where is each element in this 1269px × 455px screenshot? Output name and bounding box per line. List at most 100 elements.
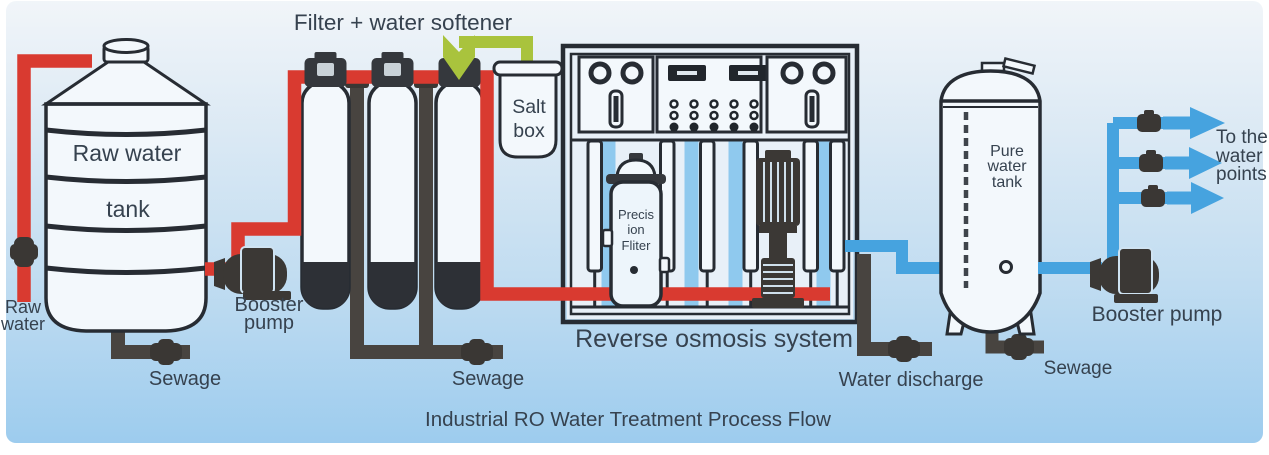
pump-nozzle	[1090, 258, 1101, 291]
raw-water-inlet-valve	[10, 237, 38, 267]
head-window	[317, 63, 334, 76]
display-readout-2	[738, 71, 758, 75]
level-slot-bar	[809, 96, 815, 122]
valve-body	[1139, 154, 1163, 172]
tank-cap-top	[102, 38, 150, 54]
membrane-tube-6	[829, 139, 846, 273]
filter-softener-label: Filter + water softener	[294, 10, 513, 35]
gauge-dial	[812, 61, 836, 85]
hp-pump-cap	[765, 150, 791, 160]
branch-valve-1	[1137, 110, 1161, 132]
water-point-arrow-2	[1165, 147, 1222, 179]
water-discharge-drain: Water discharge	[839, 254, 983, 391]
filter-tank-1	[300, 80, 351, 310]
permeate-pipe	[845, 240, 943, 274]
tank-shell	[939, 69, 1042, 334]
valve-body	[1141, 189, 1165, 207]
booster-left-label-line2: pump	[244, 312, 294, 334]
tank-rib-3	[45, 223, 207, 233]
raw-water-source-label-line2: water	[0, 314, 45, 334]
filter-tank-bottom	[369, 262, 416, 308]
ro-inner-frame	[569, 52, 851, 316]
water-point-arrow-3	[1167, 182, 1224, 214]
pure-tank-drain-valve	[1004, 334, 1034, 360]
filter-tank-bottom	[436, 262, 483, 308]
raw-water-source-label-line1: Raw	[5, 297, 42, 317]
salt-box: Salt box	[492, 60, 564, 159]
handle-bar	[1001, 56, 1037, 76]
precision-filter-label-line3: Fliter	[622, 238, 652, 253]
pump-base	[1114, 294, 1158, 303]
filter-softener-tanks	[300, 80, 485, 310]
ro-system-label: Reverse osmosis system	[575, 325, 853, 353]
hp-pump-plate	[759, 226, 797, 233]
filter-port-right	[658, 256, 671, 274]
membrane-blue-3	[728, 141, 743, 307]
salt-box-body	[498, 73, 558, 159]
tank-body	[44, 102, 208, 333]
booster-right-label: Booster pump	[1092, 303, 1223, 326]
pure-tank-label-line2: water	[986, 158, 1027, 175]
filter-head-2	[371, 52, 414, 87]
water-points-label-line2: water	[1215, 146, 1263, 167]
filter-head-1	[304, 52, 347, 87]
valve-bonnet	[1011, 334, 1027, 360]
high-pressure-pump	[752, 150, 804, 308]
softener-arrow-icon	[443, 35, 475, 80]
sewage-left-label: Sewage	[149, 368, 221, 390]
salt-box-label-line2: box	[513, 120, 545, 142]
valve-bonnet	[1148, 185, 1158, 191]
tank-rib-4	[45, 265, 207, 275]
pure-tank-sewage-drain: Sewage	[985, 318, 1112, 379]
pure-tank-label-line3: tank	[992, 174, 1023, 191]
tank-top-handle	[1001, 56, 1037, 76]
filter-tank-bottom	[302, 262, 349, 308]
hp-pump-motor-ribs	[763, 162, 793, 222]
diagram-title: Industrial RO Water Treatment Process Fl…	[425, 408, 831, 431]
filter-dome	[615, 158, 657, 178]
pump-to-ro-pipe	[231, 70, 830, 301]
ro-panel-left	[577, 55, 655, 134]
hp-pump-base	[752, 298, 804, 308]
head-window	[384, 63, 401, 76]
level-slot-bar	[613, 96, 619, 122]
reverse-osmosis-system: Reverse osmosis system	[560, 43, 860, 353]
water-points-label-line1: To the	[1216, 127, 1268, 148]
pump-motor	[1118, 247, 1153, 295]
pump-motor	[240, 246, 275, 294]
filter-tank-2	[367, 80, 418, 310]
pure-tank-label-line1: Pure	[990, 143, 1024, 160]
pump-base	[243, 291, 291, 300]
valve-bonnet	[158, 339, 174, 365]
filter-drain-valve	[461, 339, 493, 365]
water-point-arrow-1	[1163, 107, 1225, 139]
ro-panel-center	[655, 55, 767, 134]
salt-box-rim	[492, 60, 564, 77]
branch-valve-2	[1139, 150, 1163, 172]
tank-rib-1	[45, 127, 207, 137]
discharge-valve	[888, 336, 920, 362]
hp-pump-stack-ribs	[763, 264, 793, 294]
sewage-mid-label: Sewage	[452, 368, 524, 390]
indicator-lights	[669, 99, 759, 121]
membrane-tube-5	[802, 139, 819, 273]
membrane-blue-4	[816, 141, 831, 307]
tank-rib-2	[45, 174, 207, 184]
raw-water-tank: Raw water tank	[41, 38, 211, 333]
precision-filter: Precis ion Fliter	[601, 153, 671, 308]
water-points-label-line3: points	[1216, 164, 1267, 185]
raw-tank-drain-valve	[150, 339, 182, 365]
raw-water-inlet-pipe-path	[17, 54, 92, 302]
valve-bonnet	[896, 336, 912, 362]
membrane-tube-4	[742, 139, 759, 273]
precision-filter-label-line2: ion	[627, 222, 644, 237]
branch-valve-3	[1141, 185, 1165, 207]
membrane-tube-1	[586, 139, 603, 273]
precision-filter-label-line1: Precis	[618, 207, 655, 222]
gauge-dial	[620, 61, 644, 85]
button-grid	[669, 99, 759, 132]
salt-box-label-line1: Salt	[512, 96, 546, 118]
tank-port	[999, 260, 1013, 274]
